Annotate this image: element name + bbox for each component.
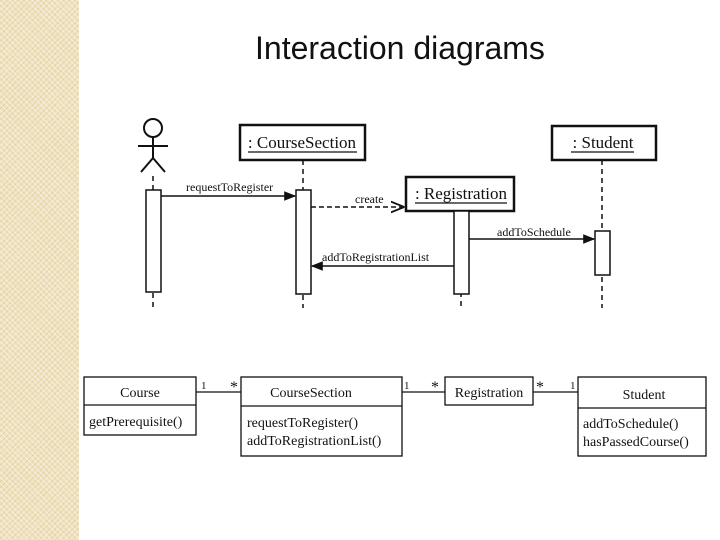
message-label: requestToRegister: [186, 180, 273, 194]
class-coursesection: CourseSection requestToRegister() addToR…: [240, 376, 403, 457]
class-name: CourseSection: [270, 386, 352, 401]
slide-title: Interaction diagrams: [255, 30, 545, 66]
class-operation: addToSchedule(): [583, 417, 679, 432]
multiplicity-left: *: [536, 379, 544, 396]
multiplicity-right: 1: [570, 380, 576, 392]
multiplicity-right: *: [431, 379, 439, 396]
class-operation: getPrerequisite(): [89, 415, 183, 430]
class-box: [444, 376, 534, 406]
class-operation: hasPassedCourse(): [583, 435, 689, 450]
class-student: Student addToSchedule() hasPassedCourse(…: [577, 376, 707, 457]
activation-bar: [295, 189, 312, 295]
lifeline-student: : Student: [550, 124, 658, 308]
lifeline-label: : CourseSection: [248, 133, 357, 152]
class-name: Student: [623, 388, 666, 403]
message-requesttoregister: requestToRegister: [161, 180, 297, 201]
association-course-coursesection: 1 *: [196, 379, 241, 396]
activation-bar: [453, 210, 470, 295]
association-registration-student: * 1: [533, 379, 578, 396]
message-label: create: [355, 192, 384, 206]
lifeline-label: : Registration: [415, 184, 508, 203]
class-registration: Registration: [444, 376, 534, 406]
message-label: addToRegistrationList: [322, 250, 430, 264]
actor-activation: [145, 189, 162, 293]
message-label: addToSchedule: [497, 225, 571, 239]
decorative-sidebar: [0, 0, 79, 540]
class-name: Course: [120, 386, 160, 401]
class-operation: addToRegistrationList(): [247, 434, 382, 449]
class-box: [83, 376, 197, 436]
activation-bar: [594, 230, 611, 276]
lifeline-registration: : Registration: [404, 175, 516, 308]
lifeline-box: [404, 175, 516, 213]
class-operation: requestToRegister(): [247, 416, 358, 431]
lifeline-box: [550, 124, 658, 162]
class-box: [577, 376, 707, 457]
actor-icon: [138, 118, 168, 173]
association-coursesection-registration: 1 *: [402, 379, 445, 396]
message-addtoregistrationlist: addToRegistrationList: [310, 250, 454, 271]
message-addtoschedule: addToSchedule: [469, 225, 596, 244]
lifeline-coursesection: : CourseSection: [238, 123, 367, 308]
multiplicity-right: *: [230, 379, 238, 396]
class-name: Registration: [455, 386, 523, 401]
lifeline-box: [238, 123, 367, 162]
class-box: [240, 376, 403, 457]
multiplicity-left: 1: [201, 380, 207, 392]
class-course: Course getPrerequisite(): [83, 376, 197, 436]
lifeline-label: : Student: [573, 133, 634, 152]
message-create: create: [311, 192, 403, 207]
multiplicity-left: 1: [404, 380, 410, 392]
